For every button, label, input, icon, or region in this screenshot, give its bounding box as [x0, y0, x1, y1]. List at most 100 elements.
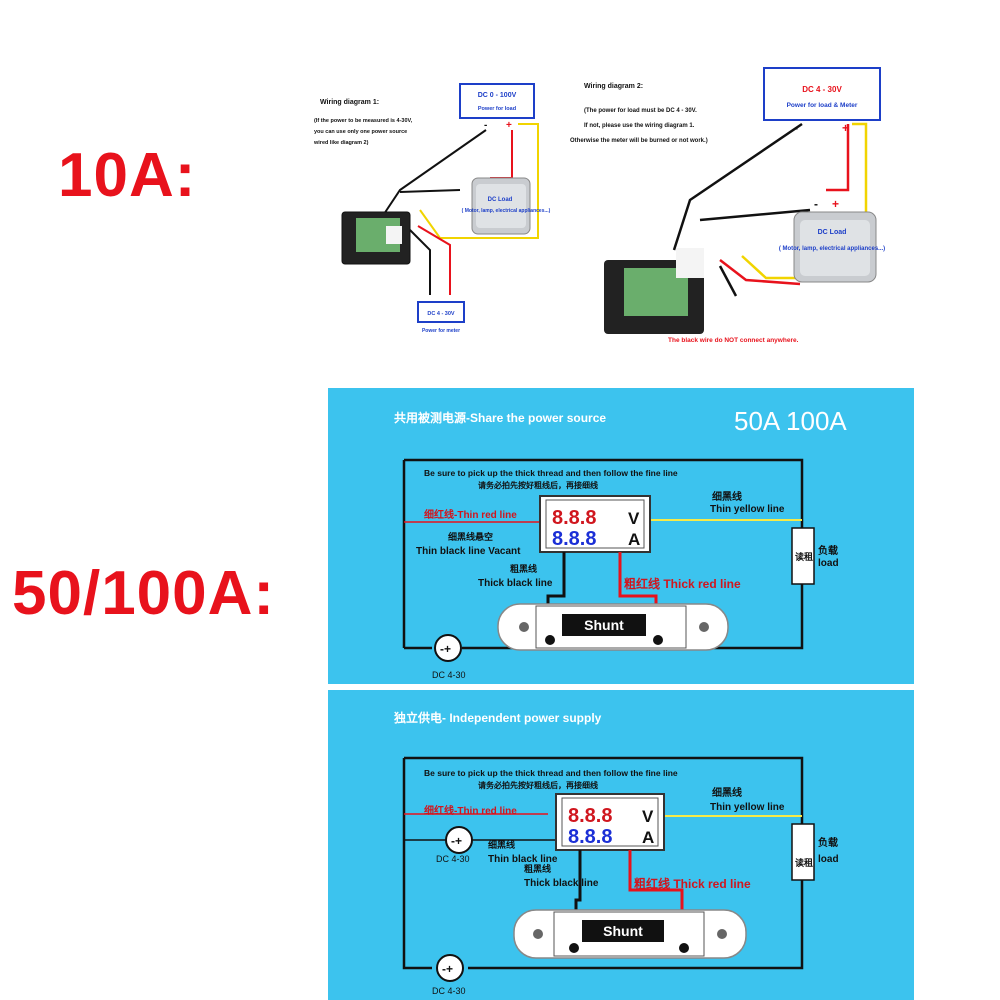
p2-note-1: Be sure to pick up the thick thread and …: [424, 768, 678, 778]
wire-meter-black: [409, 229, 431, 295]
p2-thin-red: 细红线-Thin red line: [424, 804, 517, 817]
p2-thick-red: 粗红线 Thick red line: [634, 876, 751, 891]
motor-icon: [793, 211, 877, 283]
minus-plus-icon: -+: [442, 962, 453, 976]
p1-unit-a: A: [628, 530, 640, 549]
left-supply-wire: [404, 839, 561, 848]
d2-src-sub: Power for load & Meter: [787, 102, 858, 109]
load-resistor: [791, 527, 815, 585]
plus-icon: +: [842, 121, 849, 135]
minus-plus-icon: -+: [440, 642, 451, 656]
p1-note-2: 请务必拍先按好粗线后，再接细线: [478, 480, 598, 490]
wire-red: [490, 130, 513, 179]
d2-load-sub: ( Motor, lamp, electrical appliances...): [779, 246, 885, 252]
d1-note-3: wired like diagram 2): [313, 140, 369, 146]
p2-load-cn: 负载: [818, 836, 838, 849]
p1-yellow-cn: 细黑线: [712, 490, 742, 503]
d1-meter-title: DC 4 - 30V: [427, 311, 455, 317]
p1-note-1: Be sure to pick up the thick thread and …: [424, 468, 678, 478]
p2-note-2: 请务必拍先按好粗线后，再接细线: [478, 780, 598, 790]
d1-title: Wiring diagram 1:: [320, 99, 379, 106]
motor-icon: [471, 177, 531, 235]
wire-black-2: [699, 208, 811, 222]
p1-thick-black-cn: 粗黑线: [510, 563, 537, 574]
panel-share-power: 共用被测电源-Share the power source 50A 100A B…: [328, 388, 914, 684]
p1-load-cn: 负载: [818, 544, 838, 557]
dc-source-box: [763, 67, 881, 121]
d1-meter-sub: Power for meter: [422, 328, 460, 334]
p2-unit-a: A: [642, 828, 654, 847]
p2-display-voltage: 8.8.8: [568, 805, 612, 827]
p2-yellow: Thin yellow line: [710, 802, 785, 813]
load-resistor: [791, 823, 815, 881]
voltmeter-ammeter-icon: [604, 248, 704, 334]
wire-red-2: [719, 259, 801, 286]
p2-thick-black: Thick black line: [524, 878, 599, 889]
label-50-100a: 50/100A:: [12, 559, 276, 628]
dc-source-icon: [436, 954, 464, 982]
d2-src-title: DC 4 - 30V: [802, 85, 842, 94]
wire-yellow: [419, 123, 539, 239]
p1-display-current: 8.8.8: [552, 528, 596, 550]
shunt: [513, 909, 747, 959]
label-10a: 10A:: [58, 141, 197, 210]
p2-yellow-cn: 细黑线: [712, 786, 742, 799]
d2-note-3: Otherwise the meter will be burned or no…: [570, 138, 708, 144]
p1-dc: DC 4-30: [432, 670, 466, 680]
voltmeter-ammeter-display: [539, 495, 651, 553]
p2-dc-left: DC 4-30: [436, 854, 470, 864]
wire-red: [826, 124, 850, 192]
plus-icon: +: [832, 197, 839, 211]
thick-red-wire: [628, 850, 684, 926]
dc-source-box: [459, 83, 535, 119]
d1-note-1: (If the power to be measured is 4-30V,: [314, 118, 413, 124]
p1-thick-black: Thick black line: [478, 578, 553, 589]
p2-thick-black-cn: 粗黑线: [524, 863, 551, 874]
minus-icon: -: [814, 197, 818, 211]
p2-unit-v: V: [642, 807, 654, 826]
d2-warning: The black wire do NOT connect anywhere.: [668, 337, 799, 344]
voltmeter-ammeter-icon: [341, 211, 411, 265]
d1-src-title: DC 0 - 100V: [478, 92, 517, 99]
wire-meter-red: [417, 225, 451, 295]
shunt: [497, 603, 729, 651]
wire-black: [379, 129, 487, 221]
voltmeter-ammeter-display: [555, 793, 665, 851]
main-loop-wire: [402, 756, 804, 970]
p1-rating: 50A 100A: [734, 406, 847, 436]
wire-black-2: [399, 189, 461, 193]
minus-plus-icon: -+: [451, 834, 462, 848]
p1-load: load: [818, 558, 839, 569]
p2-load: load: [818, 854, 839, 865]
meter-power-box: [417, 301, 465, 323]
p2-title: 独立供电- Independent power supply: [393, 710, 602, 725]
p1-shunt-label: Shunt: [584, 617, 624, 633]
dc-source-icon: [434, 634, 462, 662]
p2-thin-black: Thin black line: [488, 854, 558, 865]
wire-loose-black: [718, 265, 738, 297]
wiring-diagram-2: DC 4 - 30V Power for load & Meter - + Wi…: [570, 67, 885, 344]
p1-thick-red: 粗红线 Thick red line: [624, 576, 741, 591]
wiring-diagram-1: DC 0 - 100V Power for load - + Wiring di…: [313, 83, 551, 334]
d1-note-2: you can use only one power source: [314, 129, 407, 135]
d1-load-title: DC Load: [488, 197, 513, 203]
d1-src-sub: Power for load: [478, 106, 516, 112]
dc-source-icon: [445, 826, 473, 854]
p1-thin-black: Thin black line Vacant: [416, 546, 521, 557]
p1-display-voltage: 8.8.8: [552, 507, 596, 529]
d2-note-1: (The power for load must be DC 4 - 30V.: [584, 108, 697, 114]
d2-load-title: DC Load: [818, 229, 847, 236]
p1-thin-red: 细红线-Thin red line: [424, 508, 517, 521]
p2-display-current: 8.8.8: [568, 826, 612, 848]
wire-black: [672, 122, 803, 251]
d2-note-2: If not, please use the wiring diagram 1.: [584, 123, 695, 129]
minus-icon: -: [484, 120, 487, 131]
p1-thin-black-cn: 细黑线悬空: [448, 531, 493, 542]
p2-dc-bottom: DC 4-30: [432, 986, 466, 996]
p2-thin-black-cn: 细黑线: [488, 839, 515, 850]
plus-icon: +: [506, 120, 512, 131]
d1-load-sub: ( Motor, lamp, electrical appliances...): [462, 208, 551, 214]
p1-unit-v: V: [628, 509, 640, 528]
d2-title: Wiring diagram 2:: [584, 83, 643, 90]
p1-res-cn: 读租: [795, 551, 813, 562]
